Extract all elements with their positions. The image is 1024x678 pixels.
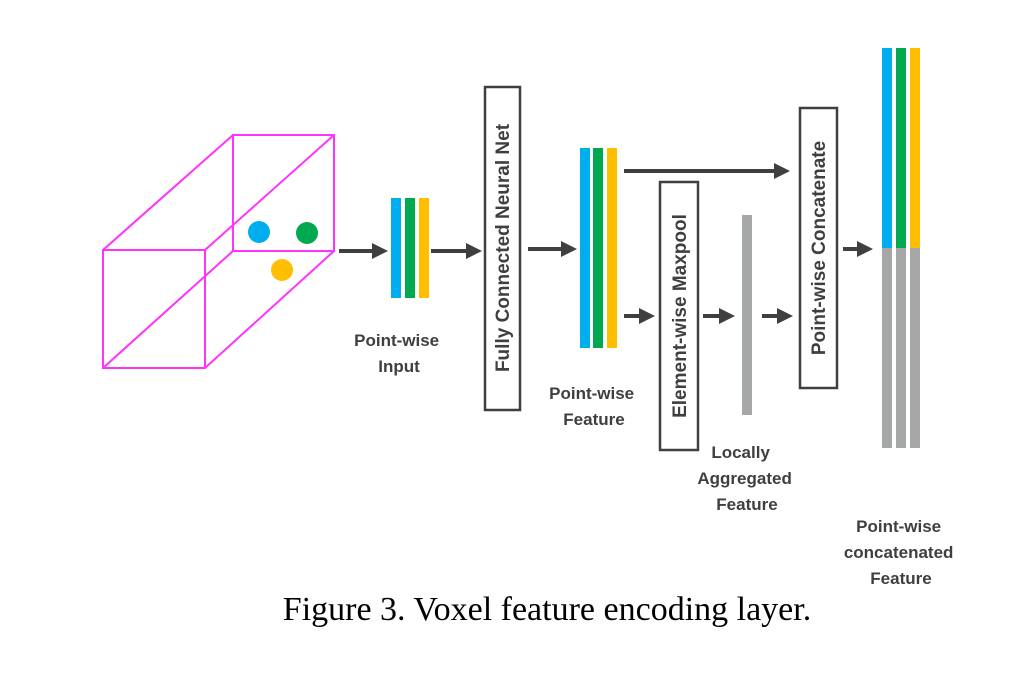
concat-box [798, 106, 839, 390]
output-bar-gray-2 [896, 248, 906, 448]
voxel-back-face [232, 134, 335, 252]
arrow-fcn-to-feature [528, 241, 577, 257]
arrow-voxel-to-input [339, 243, 388, 259]
voxel-cuboid [102, 134, 335, 369]
input-bar-blue [391, 198, 401, 298]
output-bar-orange-top [910, 48, 920, 248]
arrow-maxpool-to-aggregated [703, 308, 735, 324]
output-bar-gray-1 [882, 248, 892, 448]
pointwise-feature-bars [580, 148, 617, 348]
arrow-concat-to-output [843, 241, 873, 257]
arrow-aggregated-to-concat [762, 308, 793, 324]
pointwise-input-bars [391, 198, 429, 298]
voxel-edge [204, 134, 335, 251]
concat-block: Point-wise Concatenate [798, 106, 839, 390]
maxpool-label: Element-wise Maxpool [670, 214, 691, 418]
arrow-input-to-fcn [431, 243, 482, 259]
feature-bar-orange [607, 148, 617, 348]
arrow-feature-to-concat [624, 163, 790, 179]
pointwise-feature-label: Point-wise Feature [549, 384, 639, 429]
voxel-edge [102, 250, 234, 369]
output-bars [882, 48, 920, 448]
point-orange [271, 259, 293, 281]
fcn-block: Fully Connected Neural Net [483, 85, 522, 412]
arrow-feature-to-maxpool [624, 308, 655, 324]
input-bar-green [405, 198, 415, 298]
feature-bar-green [593, 148, 603, 348]
output-bar-blue-top [882, 48, 892, 248]
locally-aggregated-label: Locally Aggregated Feature [697, 443, 796, 514]
fcn-label: Fully Connected Neural Net [493, 123, 514, 372]
output-label: Point-wise concatenated Feature [844, 517, 958, 588]
point-blue [248, 221, 270, 243]
figure-caption: Figure 3. Voxel feature encoding layer. [283, 591, 811, 628]
voxel-front-face [102, 249, 206, 369]
concat-label: Point-wise Concatenate [809, 141, 830, 355]
output-bar-green-top [896, 48, 906, 248]
input-bar-orange [419, 198, 429, 298]
maxpool-block: Element-wise Maxpool [658, 180, 700, 452]
voxel-edge [102, 134, 234, 251]
point-green [296, 222, 318, 244]
output-bar-gray-3 [910, 248, 920, 448]
aggregated-feature-bar [742, 215, 752, 415]
pointwise-input-label: Point-wise Input [354, 331, 444, 376]
feature-bar-blue [580, 148, 590, 348]
fcn-box [483, 85, 522, 412]
maxpool-box [658, 180, 700, 452]
voxel-edge [204, 250, 335, 369]
